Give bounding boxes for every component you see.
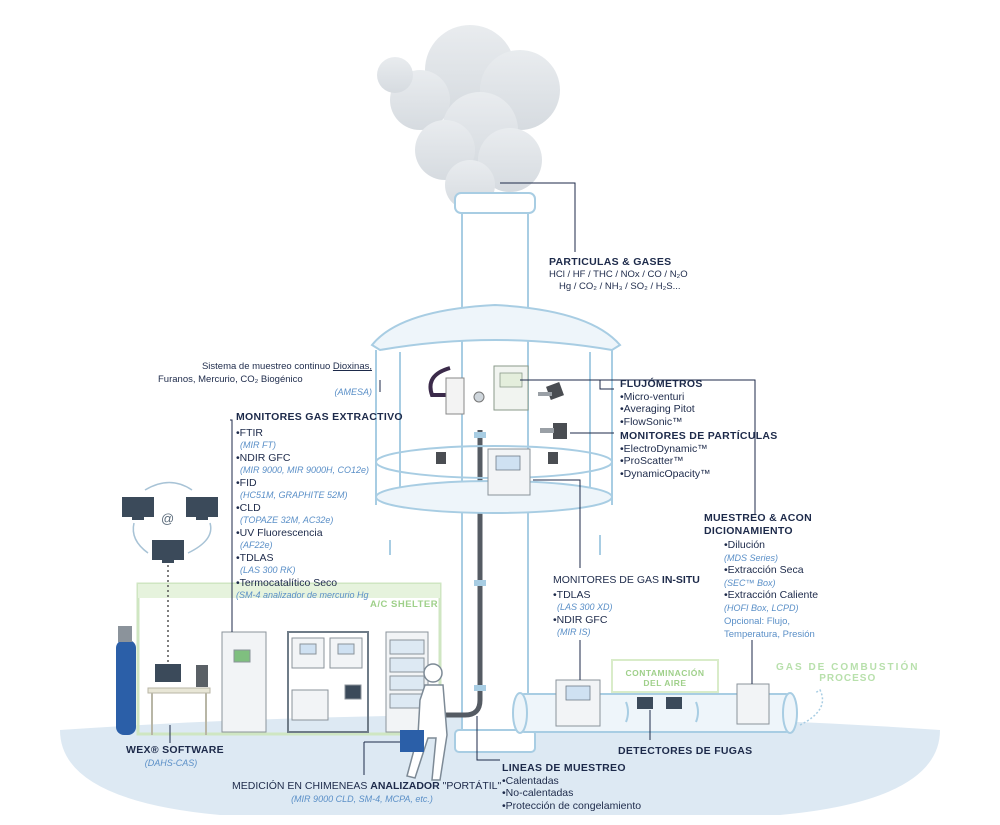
portable-analyzer (400, 730, 424, 752)
extractivo-item-5-name: •TDLAS (236, 551, 274, 564)
flujometros-item-2: •FlowSonic™ (620, 415, 683, 428)
shelter-label: A/C SHELTER (370, 599, 439, 610)
portatil-title-post: "PORTÁTIL" (439, 780, 502, 792)
person-portable (406, 663, 448, 781)
gas-cylinder (116, 626, 136, 735)
extractivo-item-0-name: •FTIR (236, 426, 264, 439)
wex-desk (147, 664, 211, 735)
particulas-title: PARTICULAS & GASES (549, 256, 672, 268)
sampling-box-duct (736, 683, 770, 725)
muestreo-opt1: Opcional: Flujo, (724, 616, 791, 627)
flowmeter-probe (538, 382, 564, 400)
extractivo-item-3-name: •CLD (236, 501, 261, 514)
wex-title: WEX® SOFTWARE (126, 744, 224, 756)
flujometros-title: FLUJÓMETROS (620, 378, 703, 390)
muestreo-title2: DICIONAMIENTO (704, 524, 793, 537)
gas-combustion-label: GAS DE COMBUSTIÓN PROCESO (776, 662, 919, 684)
lineas-title: LINEAS DE MUESTREO (502, 762, 626, 774)
extractivo-item-2-model: (HC51M, GRAPHITE 52M) (240, 490, 348, 500)
contaminacion-line1: CONTAMINACIÓN (625, 668, 705, 678)
extractivo-item-5-model: (LAS 300 RK) (240, 565, 296, 575)
amesa-model: (AMESA) (334, 387, 372, 397)
lineas-item-2: •Protección de congelamiento (502, 799, 642, 812)
extractivo-item-6-model: (SM-4 analizador de mercurio Hg (236, 590, 369, 600)
portatil-label: MEDICIÓN EN CHIMENEAS ANALIZADOR "PORTÁT… (232, 780, 501, 805)
amesa-line1-u: Dioxinas, (332, 361, 372, 372)
probe-left (436, 452, 446, 464)
extractivo-item-1-model: (MIR 9000, MIR 9000H, CO12e) (240, 465, 370, 475)
particulas-label: PARTICULAS & GASES HCl / HF / THC / NOx … (549, 256, 688, 294)
particulas-line2: Hg / CO₂ / NH₃ / SO₂ / H₂S... (559, 281, 681, 292)
flujometros-item-1: •Averaging Pitot (620, 403, 695, 415)
insitu-label: MONITORES DE GAS IN-SITU •TDLAS (LAS 300… (553, 574, 700, 639)
particulas-mon-item-2: •DynamicOpacity™ (620, 467, 711, 480)
extractivo-label: MONITORES GAS EXTRACTIVO •FTIR (MIR FT) … (236, 411, 403, 602)
muestreo-item-1-name: •Extracción Seca (724, 564, 804, 576)
platform-dome (370, 303, 622, 352)
particulas-mon-item-1: •ProScatter™ (620, 455, 684, 467)
particulas-line1: HCl / HF / THC / NOx / CO / N₂O (549, 268, 688, 280)
ground-ellipse (60, 715, 940, 815)
network-monitors (122, 497, 218, 563)
analyzer-racks (221, 631, 429, 733)
muestreo-title1: MUESTREO & ACON (704, 512, 812, 524)
portatil-model: (MIR 9000 CLD, SM-4, MCPA, etc.) (291, 793, 433, 804)
contaminacion-box (611, 659, 719, 693)
amesa-line1-pre: Sistema de muestreo continuo (201, 361, 333, 372)
muestreo-item-0-model: (MDS Series) (724, 552, 779, 563)
lineas-item-1: •No-calentadas (502, 787, 574, 799)
muestreo-item-0-name: •Dilución (724, 539, 766, 551)
portatil-title-b: ANALIZADOR (370, 780, 440, 792)
extractivo-item-6-name: •Termocatalítico Seco (236, 576, 338, 589)
wex-model: (DAHS-CAS) (144, 757, 198, 768)
extractivo-item-3-model: (TOPAZE 32M, AC32e) (240, 515, 334, 525)
amesa-line2: Furanos, Mercurio, CO₂ Biogénico (158, 373, 303, 385)
particulas-mon-label: MONITORES DE PARTÍCULAS •ElectroDynamic™… (620, 430, 778, 480)
lineas-label: LINEAS DE MUESTREO •Calentadas •No-calen… (502, 762, 641, 812)
valve (473, 391, 485, 403)
extractivo-item-0-model: (MIR FT) (240, 440, 276, 450)
insitu-title-pre: MONITORES DE GAS (553, 574, 662, 586)
sample-line (420, 430, 483, 718)
extractivo-item-4-model: (AF22e) (240, 540, 273, 550)
probe-right (548, 452, 558, 464)
fugas-label: DETECTORES DE FUGAS (618, 745, 753, 757)
flujometros-item-0: •Micro-venturi (620, 390, 685, 403)
gas-combustion-line2: PROCESO (819, 673, 877, 684)
particulas-mon-title: MONITORES DE PARTÍCULAS (620, 430, 778, 442)
insitu-item-0-model: (LAS 300 XD) (557, 602, 613, 612)
portatil-title-pre: MEDICIÓN EN CHIMENEAS (232, 780, 371, 792)
wex-label: WEX® SOFTWARE (DAHS-CAS) (126, 744, 224, 769)
leader-lines (169, 182, 756, 761)
contaminacion-label: CONTAMINACIÓN DEL AIRE (619, 668, 711, 688)
extractivo-item-2-name: •FID (236, 476, 257, 489)
contaminacion-line2: DEL AIRE (643, 678, 687, 688)
insitu-item-0-name: •TDLAS (553, 588, 591, 601)
network-arrows (132, 481, 212, 554)
muestreo-opt2: Temperatura, Presión (724, 628, 815, 640)
smoke-cloud (377, 25, 560, 210)
insitu-title-b: IN-SITU (661, 574, 700, 586)
flujometros-label: FLUJÓMETROS •Micro-venturi •Averaging Pi… (620, 378, 703, 428)
extractivo-item-1-name: •NDIR GFC (236, 451, 291, 464)
gas-flow-arrow (799, 688, 824, 726)
muestreo-item-1-model: (SEC™ Box) (724, 577, 776, 588)
particulas-mon-item-0: •ElectroDynamic™ (620, 442, 708, 455)
leak-detectors (637, 697, 682, 709)
insitu-item-1-model: (MIR IS) (557, 627, 591, 637)
extractivo-title: MONITORES GAS EXTRACTIVO (236, 411, 403, 423)
lineas-item-0: •Calentadas (502, 774, 559, 787)
muestreo-label: MUESTREO & ACON DICIONAMIENTO •Dilución … (704, 512, 818, 641)
particle-probe (540, 423, 567, 439)
insitu-item-1-name: •NDIR GFC (553, 613, 608, 626)
muestreo-item-2-model: (HOFI Box, LCPD) (724, 602, 799, 613)
amesa-label: Sistema de muestreo continuo Dioxinas, F… (158, 361, 372, 399)
muestreo-item-2-name: •Extracción Caliente (724, 589, 819, 601)
extractivo-item-4-name: •UV Fluorescencia (236, 526, 323, 539)
amesa-sampler (428, 366, 465, 415)
gas-combustion-line1: GAS DE COMBUSTIÓN (776, 662, 920, 673)
at-symbol: @ (161, 511, 175, 526)
